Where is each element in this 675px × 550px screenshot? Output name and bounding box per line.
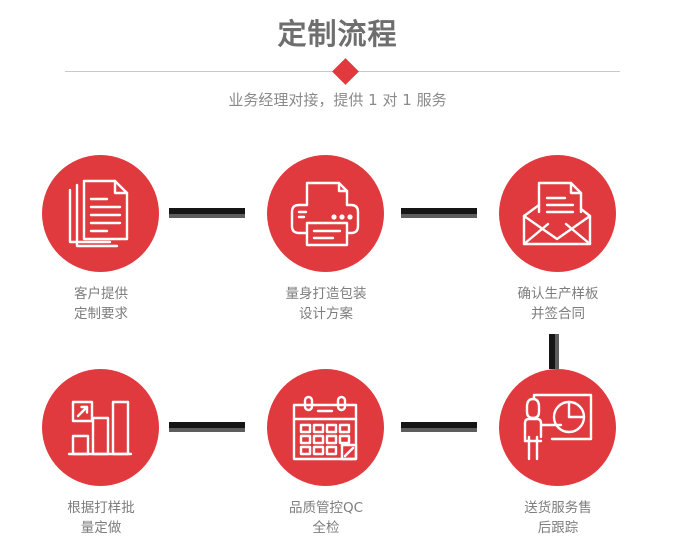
step-label: 品质管控QC 全检	[288, 500, 364, 536]
step-label: 客户提供 定制要求	[74, 286, 128, 322]
connector-bar	[401, 422, 477, 428]
process-step-4[interactable]: 根据打样批 量定做	[0, 369, 215, 538]
connector-shadow	[555, 334, 559, 369]
step-icon-circle	[498, 369, 616, 486]
connector-bar	[549, 334, 555, 369]
connector-shadow	[401, 214, 477, 218]
step-label: 量身打造包装 设计方案	[285, 286, 367, 322]
connector-step1-step2	[169, 208, 245, 218]
connector-step2-step3	[401, 208, 477, 218]
process-step-2[interactable]: 量身打造包装 设计方案	[210, 155, 440, 324]
connector-shadow	[169, 214, 245, 218]
connector-shadow	[401, 428, 477, 432]
process-step-5[interactable]: 品质管控QC 全检	[210, 369, 440, 538]
title-divider	[65, 58, 620, 85]
process-step-6[interactable]: 送货服务售 后跟踪	[442, 369, 672, 538]
page-subtitle: 业务经理对接，提供 1 对 1 服务	[228, 91, 447, 109]
step-icon-circle	[41, 369, 159, 486]
process-step-3[interactable]: 确认生产样板 并签合同	[442, 155, 672, 324]
process-step-1[interactable]: 客户提供 定制要求	[0, 155, 215, 324]
step-label: 确认生产样板 并签合同	[517, 286, 599, 322]
step-icon-circle	[266, 369, 384, 486]
step-label: 送货服务售 后跟踪	[524, 500, 592, 536]
connector-bar	[169, 208, 245, 214]
step-icon-circle	[41, 155, 159, 272]
step-icon-circle	[266, 155, 384, 272]
connector-shadow	[169, 428, 245, 432]
step-icon-circle	[498, 155, 616, 272]
page-header: 定制流程 业务经理对接，提供 1 对 1 服务	[0, 0, 675, 120]
page-title: 定制流程	[277, 17, 398, 51]
connector-step3-step6	[549, 334, 559, 369]
connector-bar	[169, 422, 245, 428]
step-label: 根据打样批 量定做	[67, 500, 135, 536]
connector-step5-step6	[401, 422, 477, 432]
connector-bar	[401, 208, 477, 214]
connector-step4-step5	[169, 422, 245, 432]
